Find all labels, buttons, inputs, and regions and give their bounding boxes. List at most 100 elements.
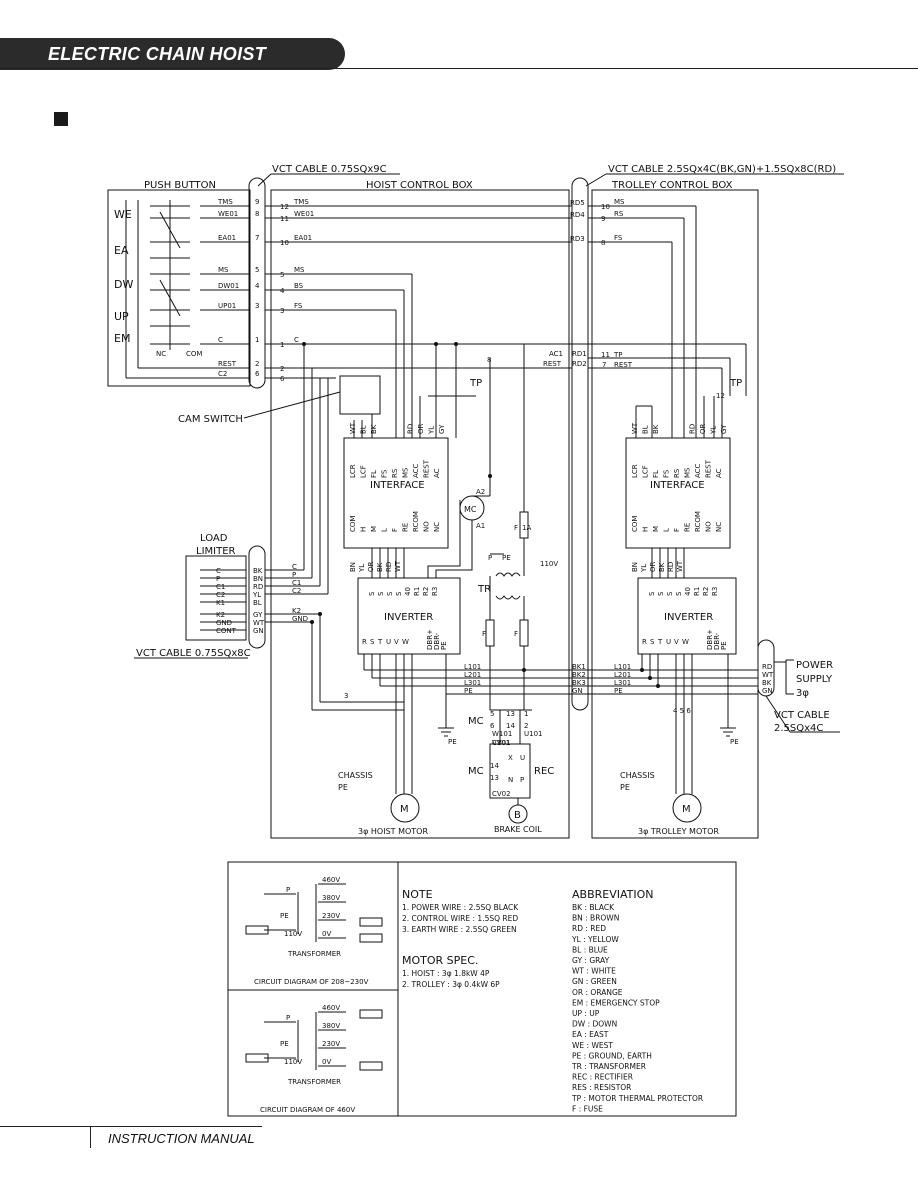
limiter-wire-color: YL xyxy=(252,591,261,599)
note-line: 1. POWER WIRE : 2.5SQ BLACK xyxy=(402,903,519,912)
interface-wire-color-bottom: YL xyxy=(640,564,648,573)
tap-380-2: 380V xyxy=(322,1022,340,1030)
inverter-pin-bottom: T xyxy=(377,638,383,646)
transformer-label-1: TRANSFORMER xyxy=(287,950,341,958)
motor-spec-title: MOTOR SPEC. xyxy=(402,954,478,967)
hoist-motor-m: M xyxy=(400,804,409,815)
inverter-pin-bottom: PE xyxy=(440,641,448,650)
wire-number-left: 5 xyxy=(255,266,259,274)
abbreviation-line: GY : GRAY xyxy=(572,956,610,965)
inverter-pin-bottom: DBR- xyxy=(433,632,441,650)
interface-pin-bottom: RE xyxy=(684,523,692,532)
limiter-wire-color: RD xyxy=(253,583,263,591)
footer-title: INSTRUCTION MANUAL xyxy=(108,1131,255,1146)
wire-label-left: C xyxy=(218,336,223,344)
abbreviation-line: TR : TRANSFORMER xyxy=(571,1062,646,1071)
interface-wire-color-bottom: BN xyxy=(631,562,639,572)
terminal-7-label: 7 xyxy=(602,361,606,369)
interface-wire-color-bottom: BK xyxy=(658,562,666,572)
pe-ground-2: PE xyxy=(730,738,739,746)
rec-u: U xyxy=(520,754,525,762)
interface-pin-bottom: COM xyxy=(349,516,357,532)
abbreviation-line: GN : GREEN xyxy=(572,977,617,986)
abbreviation-title: ABBREVIATION xyxy=(572,888,654,901)
note-line: 3. EARTH WIRE : 2.5SQ GREEN xyxy=(402,925,517,934)
limiter-wire-label: P xyxy=(292,571,296,579)
limiter-wire-label: C2 xyxy=(292,587,301,595)
power-bk-label: BK3 xyxy=(572,679,586,687)
interface-pin-bottom: RE xyxy=(402,523,410,532)
interface-wire-color-top: OR xyxy=(699,423,707,434)
inverter-pin-top: 40 xyxy=(684,587,692,596)
power-color-label: RD xyxy=(762,663,772,671)
interface-wire-color-top: BL xyxy=(360,425,368,434)
trolley-terminal-number: 10 xyxy=(601,203,610,211)
button-ea: EA xyxy=(114,244,129,257)
power-color-label: BK xyxy=(762,679,772,687)
chassis-label-hoist: CHASSIS xyxy=(338,771,373,780)
w101-label: W101 xyxy=(492,730,512,738)
abbreviation-line: PE : GROUND, EARTH xyxy=(572,1051,652,1060)
fuse-label-3: F xyxy=(514,630,518,638)
inverter-pin-top: S xyxy=(368,591,376,596)
tap-230-2: 230V xyxy=(322,1040,340,1048)
motor-spec-line: 1. HOIST : 3φ 1.8kW 4P xyxy=(402,969,490,978)
interface-pin-top: FS xyxy=(663,469,671,478)
limiter-wire-color: GY xyxy=(253,611,263,619)
tr-110-1: 110V xyxy=(284,930,302,938)
hoist-terminal-number: 3 xyxy=(280,307,284,315)
power-bk-label: BK1 xyxy=(572,663,586,671)
vct-cable-label: VCT CABLE xyxy=(774,710,830,721)
wire-label-left: TMS xyxy=(217,198,233,206)
header-bar xyxy=(0,38,345,70)
circuit-caption-1: CIRCUIT DIAGRAM OF 208~230V xyxy=(254,978,369,986)
tp-terminal-label: TP xyxy=(613,351,623,359)
cv02-label: CV02 xyxy=(492,790,511,798)
tr-label: TR xyxy=(477,584,491,595)
abbreviation-line: OR : ORANGE xyxy=(572,988,623,997)
rec-x: X xyxy=(508,754,513,762)
interface-pin-top: MS xyxy=(684,467,692,478)
power-line-label: L301 xyxy=(614,679,631,687)
wire-label-left: C2 xyxy=(218,370,227,378)
mc-n13: 13 xyxy=(506,710,515,718)
tr-p-2: P xyxy=(286,1014,290,1022)
interface-pin-top: LCF xyxy=(642,465,650,478)
mc-n14b: 14 xyxy=(490,762,499,770)
cable-label-limiter: VCT CABLE 0.75SQx8C xyxy=(136,648,251,659)
button-dw: DW xyxy=(114,278,133,291)
button-up: UP xyxy=(114,310,129,323)
interface-label-hoist: INTERFACE xyxy=(370,480,425,491)
limiter-wire-label: GND xyxy=(292,615,308,623)
interface-pin-bottom: L xyxy=(381,528,389,532)
inverter-label-trolley: INVERTER xyxy=(664,612,713,623)
abbreviation-line: UP : UP xyxy=(572,1009,600,1018)
interface-wire-color-top: GY xyxy=(720,424,728,434)
inverter-pin-bottom: W xyxy=(682,638,689,646)
inverter-label-hoist: INVERTER xyxy=(384,612,433,623)
interface-pin-top: FL xyxy=(652,470,660,478)
notes-section: NOTE 1. POWER WIRE : 2.5SQ BLACK 2. CONT… xyxy=(402,888,703,1113)
hoist-wire-label: EA01 xyxy=(294,234,312,242)
mc-n14: 14 xyxy=(506,722,515,730)
interface-wire-color-bottom: OR xyxy=(649,561,657,572)
interface-wire-color-top: BK xyxy=(370,424,378,434)
interface-pin-bottom: RCOM xyxy=(694,511,702,532)
power-line-label: L201 xyxy=(614,671,631,679)
interface-pin-bottom: NO xyxy=(423,521,431,532)
interface-pin-top: ACC xyxy=(694,463,702,478)
inverter-pin-bottom: U xyxy=(666,638,671,646)
inverter-pin-bottom: DBR- xyxy=(713,632,721,650)
hoist-wire-label: C xyxy=(294,336,299,344)
interface-wire-color-top: RD xyxy=(689,424,697,434)
wire-number-left: 3 xyxy=(255,302,259,310)
pe-label-trolley: PE xyxy=(620,783,630,792)
rest-hoist-label: REST xyxy=(543,360,562,368)
tr-p-1: P xyxy=(286,886,290,894)
interface-wire-color-top: YL xyxy=(428,426,436,435)
abbreviation-line: REC : RECTIFIER xyxy=(572,1073,633,1082)
trolley-motor-label: 3φ TROLLEY MOTOR xyxy=(638,827,719,836)
mc-n13b: 13 xyxy=(490,774,499,782)
u101-label: U101 xyxy=(524,730,542,738)
mc-label-2: MC xyxy=(468,766,484,777)
